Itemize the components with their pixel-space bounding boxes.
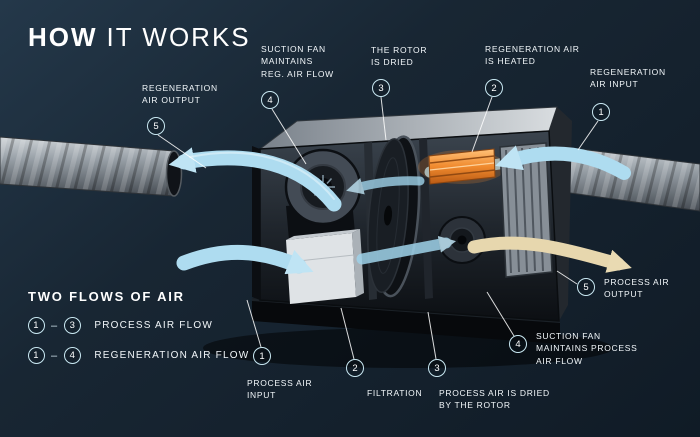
process-output-flow [467, 236, 632, 273]
process-internal-flow [356, 235, 457, 265]
regeneration-input-flow [495, 145, 631, 180]
page-title: HOW IT WORKS [28, 22, 251, 53]
process-input-flow [176, 244, 314, 275]
legend-badge-4: 4 [64, 347, 82, 364]
legend-label-regeneration-air-flow: REGENERATION AIR FLOW [94, 350, 250, 361]
page-title-rest: IT WORKS [106, 22, 251, 52]
legend-badge-1b: 1 [28, 347, 45, 364]
legend-label-process-air-flow: PROCESS AIR FLOW [94, 320, 213, 331]
callout-badge-1-regeneration-air-input: 1 [592, 103, 610, 121]
callout-badge-3-process-air-dried: 3 [428, 359, 446, 377]
callout-label-regeneration-air-input: REGENERATION AIR INPUT [590, 67, 666, 90]
leader-lines [157, 96, 599, 360]
callout-label-process-air-input: PROCESS AIR INPUT [247, 378, 313, 401]
callout-badge-3-rotor-is-dried: 3 [372, 79, 390, 97]
callout-badge-5-regeneration-air-output: 5 [147, 117, 165, 135]
callout-label-suction-fan-process: SUCTION FAN MAINTAINS PROCESS AIR FLOW [536, 331, 638, 366]
left-duct [0, 136, 183, 197]
legend-row-process-air-flow: 1 – 3 PROCESS AIR FLOW [28, 317, 213, 334]
legend-dash: – [51, 349, 59, 362]
callout-badge-4-suction-fan-process: 4 [509, 335, 527, 353]
callout-badge-2-filtration: 2 [346, 359, 364, 377]
legend-title: TWO FLOWS OF AIR [28, 289, 185, 304]
legend-badge-3: 3 [64, 317, 82, 334]
air-flow-arrows [168, 145, 632, 275]
callout-label-process-air-output: PROCESS AIR OUTPUT [604, 277, 670, 300]
callout-label-regeneration-air-output: REGENERATION AIR OUTPUT [142, 83, 218, 106]
callout-label-process-air-dried: PROCESS AIR IS DRIED BY THE ROTOR [439, 388, 550, 411]
legend-row-regeneration-air-flow: 1 – 4 REGENERATION AIR FLOW [28, 347, 249, 364]
legend-dash: – [51, 319, 59, 332]
callout-label-filtration: FILTRATION [367, 388, 423, 398]
regeneration-output-flow [168, 147, 342, 212]
callout-badge-1-process-air-input: 1 [253, 347, 271, 365]
regeneration-internal-flow [346, 176, 425, 195]
callout-badge-4-suction-fan-reg: 4 [261, 91, 279, 109]
callout-label-regeneration-air-heated: REGENERATION AIR IS HEATED [485, 44, 580, 67]
callout-label-rotor-is-dried: THE ROTOR IS DRIED [371, 45, 428, 68]
callout-label-suction-fan-reg: SUCTION FAN MAINTAINS REG. AIR FLOW [261, 44, 334, 79]
heater [418, 148, 506, 185]
callout-badge-5-process-air-output: 5 [577, 278, 595, 296]
legend-badge-1: 1 [28, 317, 45, 334]
callout-badge-2-regeneration-air-heated: 2 [485, 79, 503, 97]
machine-body [252, 106, 572, 344]
page-title-strong: HOW [28, 22, 98, 52]
